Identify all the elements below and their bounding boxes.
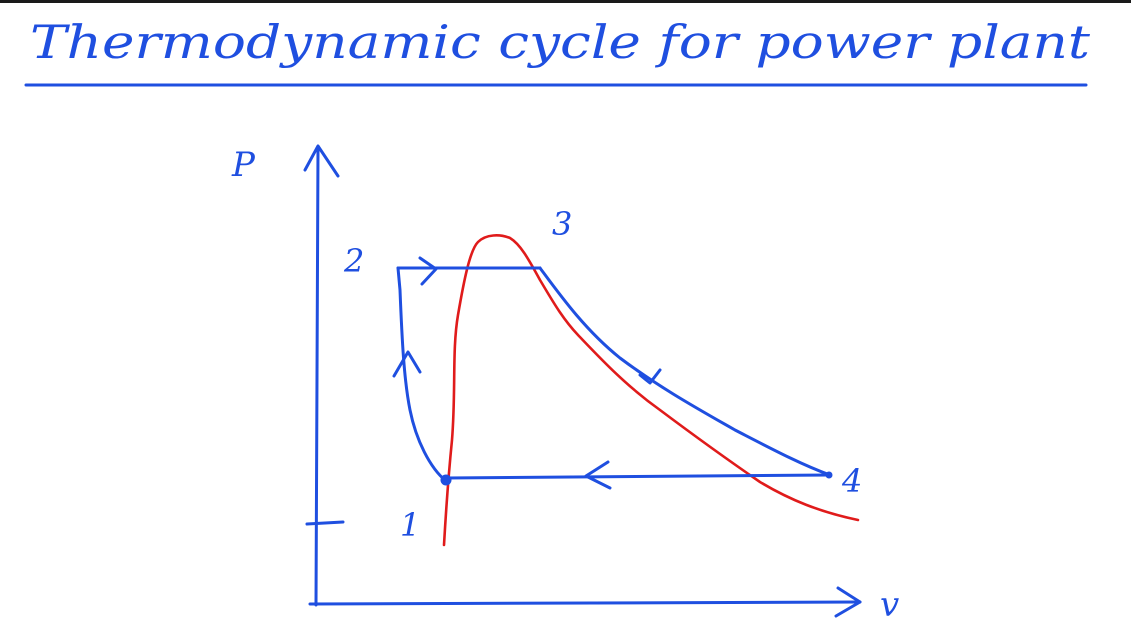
process-4-1	[444, 473, 832, 480]
process-1-2	[396, 266, 448, 483]
y-axis	[314, 146, 320, 607]
point-2-label: 2	[343, 242, 364, 280]
point-1-label: 1	[400, 506, 420, 544]
y-axis-tick	[305, 520, 345, 526]
x-axis-label: v	[880, 585, 899, 625]
page-title: Thermodynamic cycle for power plant	[30, 15, 1091, 69]
arrow-4-1	[584, 460, 612, 490]
saturation-dome	[442, 234, 860, 547]
point-4-label: 4	[841, 462, 862, 500]
y-axis-arrowhead	[303, 144, 340, 178]
process-3-4	[538, 266, 832, 477]
point-1-dot	[440, 474, 452, 486]
pv-diagram: P v 1 2 3 4	[231, 144, 899, 625]
arrow-2-3	[418, 256, 438, 286]
point-3-label: 3	[552, 205, 572, 243]
x-axis	[308, 600, 862, 606]
arrow-3-4	[638, 368, 662, 385]
x-axis-arrowhead	[834, 586, 862, 618]
arrow-1-2	[392, 350, 422, 378]
y-axis-label: P	[231, 145, 256, 185]
top-border	[0, 0, 1131, 3]
point-4-dot	[825, 471, 833, 479]
